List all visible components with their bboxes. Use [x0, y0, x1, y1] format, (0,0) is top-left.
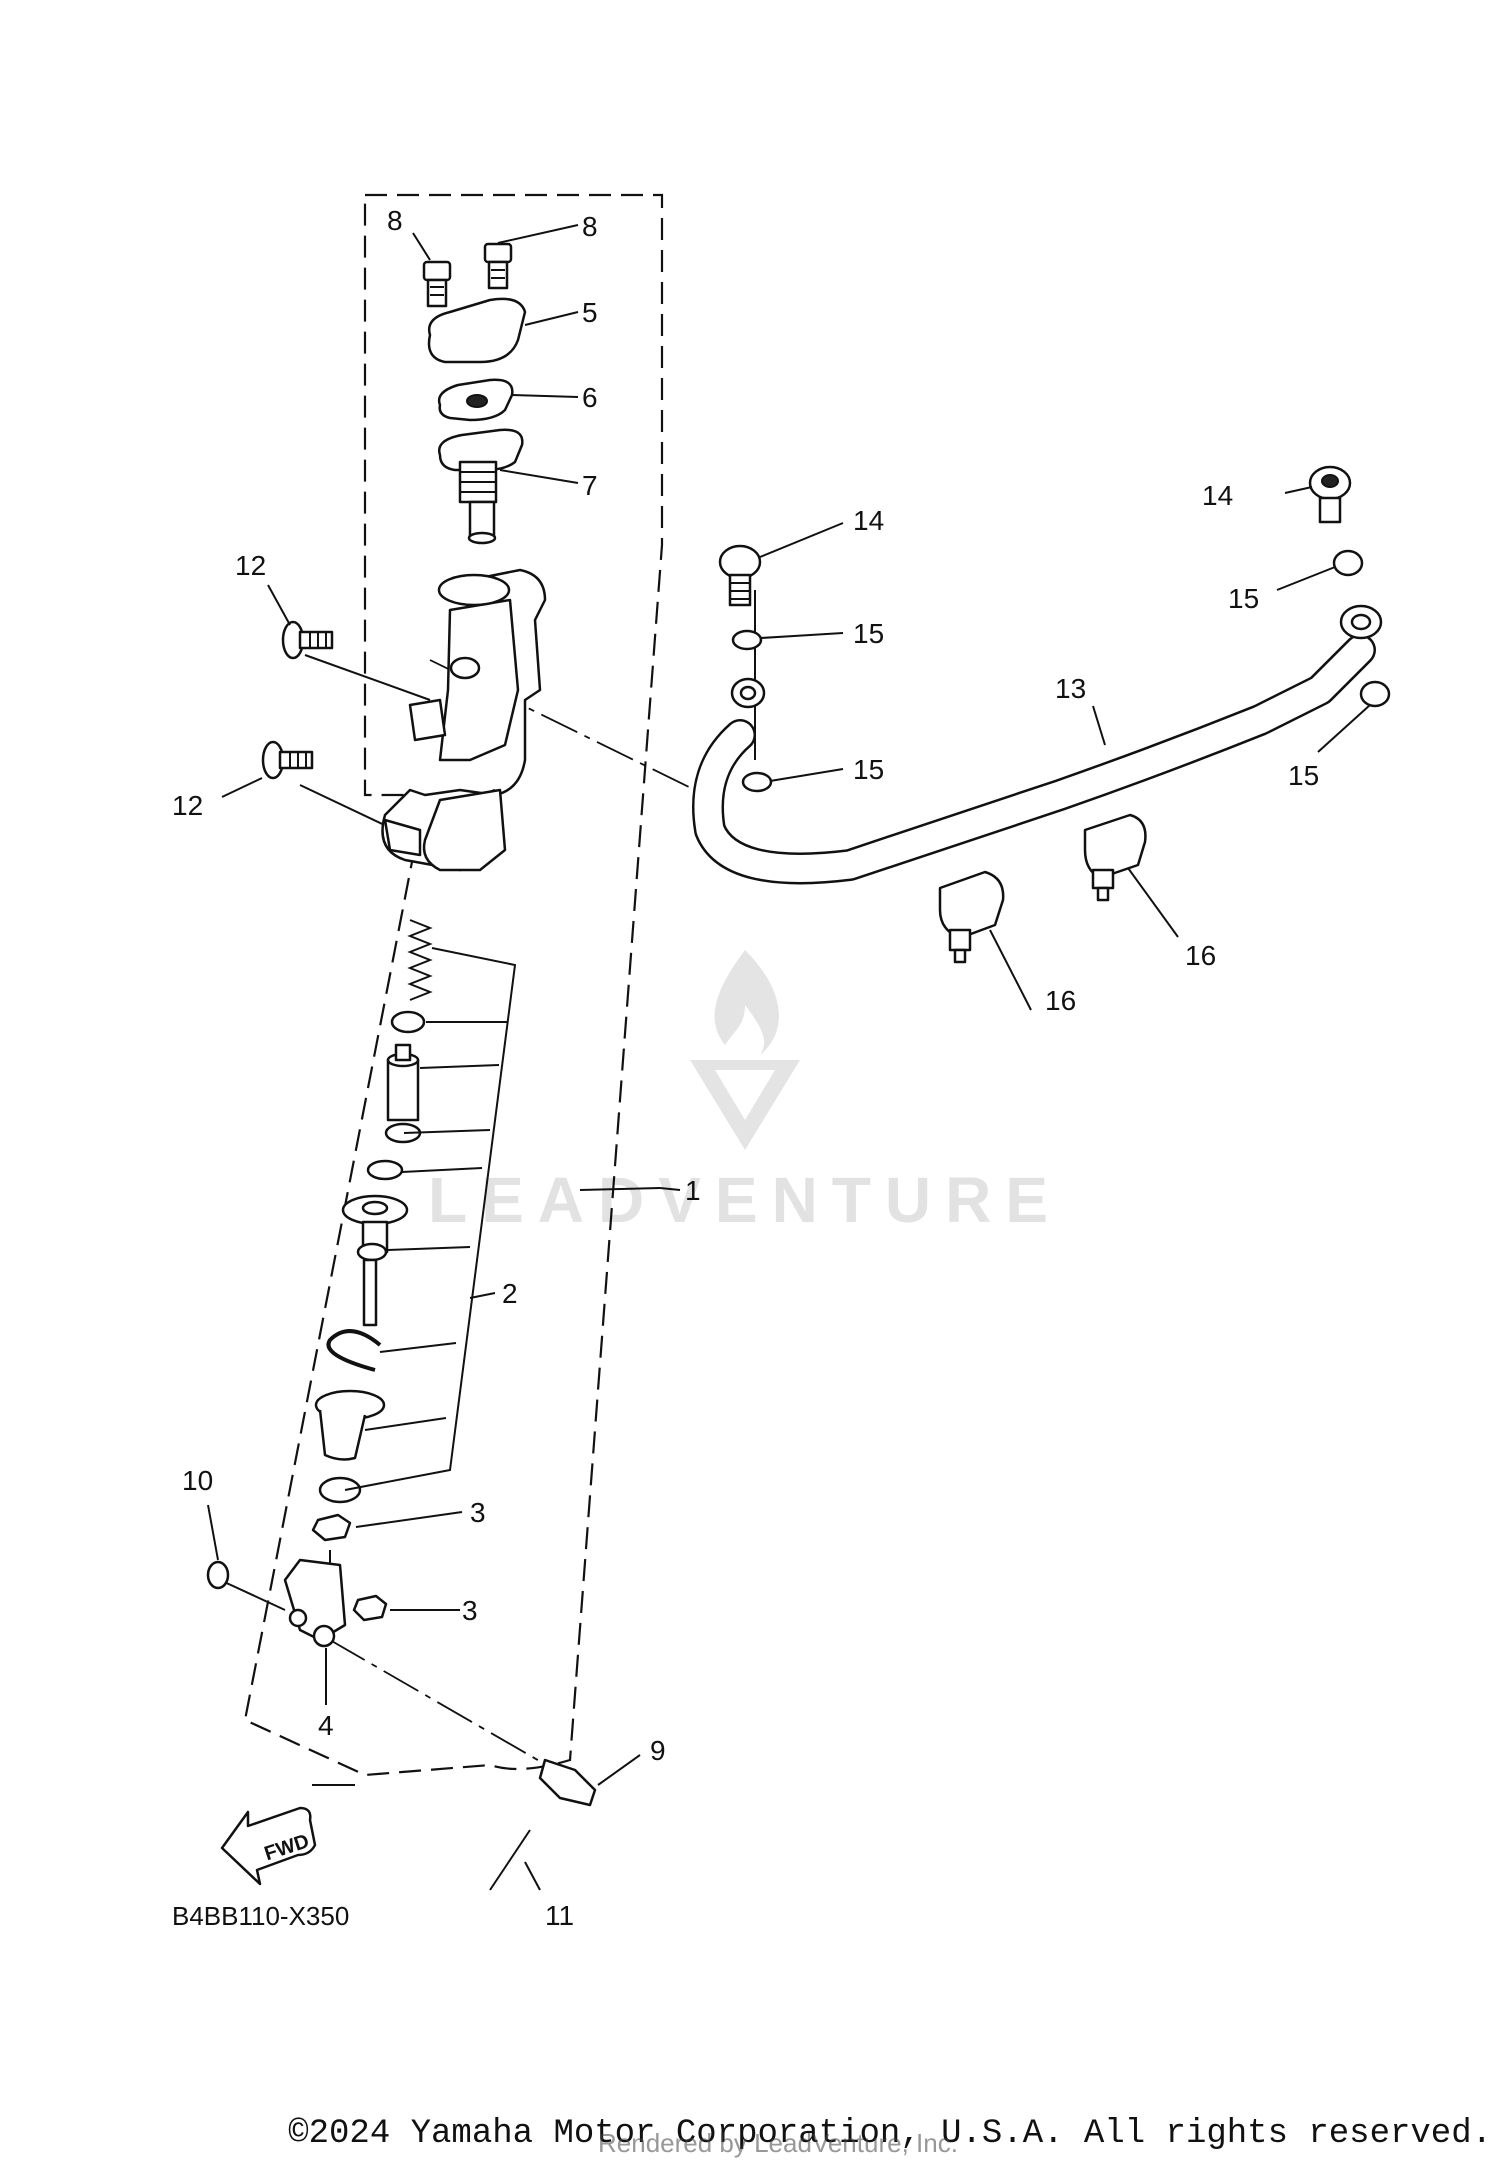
hose-clamp-16-lower: [938, 870, 1005, 964]
watermark-v-icon: [690, 1060, 800, 1150]
diaphragm: [438, 428, 524, 545]
callout-12-bottom: 12: [172, 790, 203, 821]
fwd-arrow-icon: FWD: [220, 1806, 317, 1886]
callout-3-bottom: 3: [462, 1595, 478, 1626]
seal-a: [390, 1010, 426, 1034]
watermark-text: LEADVENTURE: [428, 1164, 1062, 1236]
brake-hose: [692, 604, 1383, 885]
callout-16-lower: 16: [1045, 985, 1076, 1016]
callout-6: 6: [582, 382, 598, 413]
seal-b: [366, 1159, 404, 1181]
nut-3-bottom: [352, 1594, 388, 1622]
clevis-pin: [538, 1758, 597, 1807]
push-rod: [341, 1194, 409, 1327]
bolt-8-right: [483, 242, 513, 290]
callout-8-left: 8: [387, 205, 403, 236]
washer-15-d: [1359, 680, 1391, 708]
callout-2: 2: [502, 1278, 518, 1309]
callout-15-b: 15: [853, 754, 884, 785]
callout-1: 1: [685, 1175, 701, 1206]
locknut-top: [318, 1476, 362, 1504]
callout-15-d: 15: [1288, 760, 1319, 791]
callout-3-top: 3: [470, 1497, 486, 1528]
diagram-code: B4BB110-X350: [172, 1901, 349, 1931]
callouts: 8 8 5 6 7 12 12 14 14 15 15 15 15 13 16 …: [172, 205, 1319, 1931]
watermark: LEADVENTURE: [428, 950, 1062, 1236]
callout-7: 7: [582, 470, 598, 501]
master-cylinder-body: [381, 568, 547, 872]
screw-12-top: [281, 620, 334, 660]
nut-3-top: [311, 1513, 352, 1542]
spring: [407, 919, 433, 1001]
callout-12-top: 12: [235, 550, 266, 581]
washer-10: [206, 1560, 230, 1590]
callout-11: 11: [545, 1900, 574, 1931]
boot: [314, 1389, 386, 1461]
screw-12-bottom: [261, 740, 314, 780]
leader-lines: [207, 224, 1371, 1891]
callout-14-right: 14: [1202, 480, 1233, 511]
reservoir-cap: [427, 297, 527, 364]
hose-clamp-16-upper: [1083, 813, 1147, 902]
callout-13: 13: [1055, 673, 1086, 704]
cotter-pin: [489, 1829, 531, 1891]
callout-9: 9: [650, 1735, 666, 1766]
circlip: [326, 1329, 382, 1372]
watermark-flame-icon: [714, 950, 779, 1055]
callout-16-upper: 16: [1185, 940, 1216, 971]
callout-5: 5: [582, 297, 598, 328]
callout-4: 4: [318, 1710, 334, 1741]
callout-15-c: 15: [1228, 583, 1259, 614]
callout-14-left: 14: [853, 505, 884, 536]
union-bolt-14-right: [1308, 465, 1352, 524]
rendered-by-note: Rendered by LeadVenture, Inc.: [598, 2128, 958, 2158]
washer-15-a: [731, 629, 763, 651]
copyright-notice: ©2024 Yamaha Motor Corporation, U.S.A. A…: [288, 2115, 1492, 2153]
union-bolt-14-left: [718, 544, 762, 607]
callout-10: 10: [182, 1465, 213, 1496]
washer-15-b: [741, 771, 773, 793]
bolt-8-left: [422, 260, 452, 308]
assembly-outline: [243, 193, 664, 1777]
piston: [384, 1043, 422, 1144]
callout-15-a: 15: [853, 618, 884, 649]
callout-8-right: 8: [582, 211, 598, 242]
kit-bracket: [344, 947, 517, 1491]
clevis: [283, 1558, 347, 1648]
washer-15-c: [1332, 549, 1364, 577]
